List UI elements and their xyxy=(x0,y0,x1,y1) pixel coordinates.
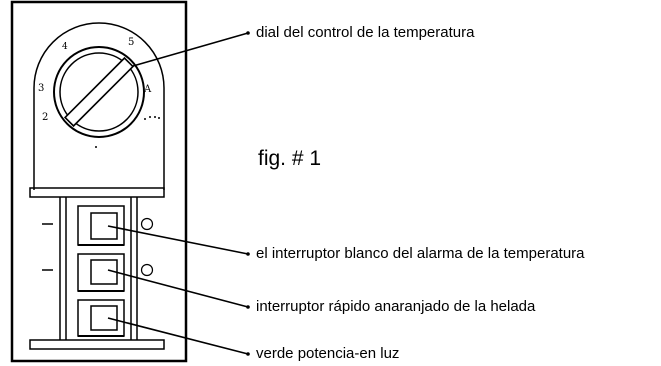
dial-inner-ring xyxy=(59,52,139,132)
leader-line-orange-switch xyxy=(107,269,249,308)
temperature-dial[interactable] xyxy=(53,46,145,138)
figure-label: fig. # 1 xyxy=(258,147,322,170)
dial-mark-dots xyxy=(144,116,160,120)
panel-outer-frame xyxy=(10,0,188,363)
leader-lines xyxy=(107,32,249,355)
dial-mark-5: 5 xyxy=(128,37,134,48)
dial-mark-a: A xyxy=(143,84,152,95)
leader-line-white-switch xyxy=(107,225,249,255)
dial-mark-2: 2 xyxy=(42,112,48,123)
indicator-hole-1 xyxy=(140,217,154,231)
dial-knob-bar[interactable] xyxy=(63,56,135,128)
callout-dial: dial del control de la temperatura xyxy=(256,24,475,41)
upper-bracket-bar xyxy=(29,187,165,198)
dial-mark-4: 4 xyxy=(62,42,68,52)
indicator-hole-2 xyxy=(140,263,154,277)
callout-white-switch: el interruptor blanco del alarma de la t… xyxy=(256,245,585,262)
white-alarm-switch[interactable] xyxy=(77,205,125,246)
dial-mark-3: 3 xyxy=(38,83,44,94)
leader-end-dots xyxy=(246,31,250,356)
callout-orange-switch: interruptor rápido anaranjado de la hela… xyxy=(256,298,536,315)
lower-bracket-bar xyxy=(29,339,165,350)
dial-housing xyxy=(33,22,165,190)
leader-line-dial xyxy=(132,32,249,67)
leader-line-green-light xyxy=(107,317,249,355)
dial-outer-ring xyxy=(53,46,145,138)
green-power-light xyxy=(77,299,125,337)
dial-center-dot xyxy=(95,146,97,148)
callout-green-light: verde potencia-en luz xyxy=(256,345,400,362)
